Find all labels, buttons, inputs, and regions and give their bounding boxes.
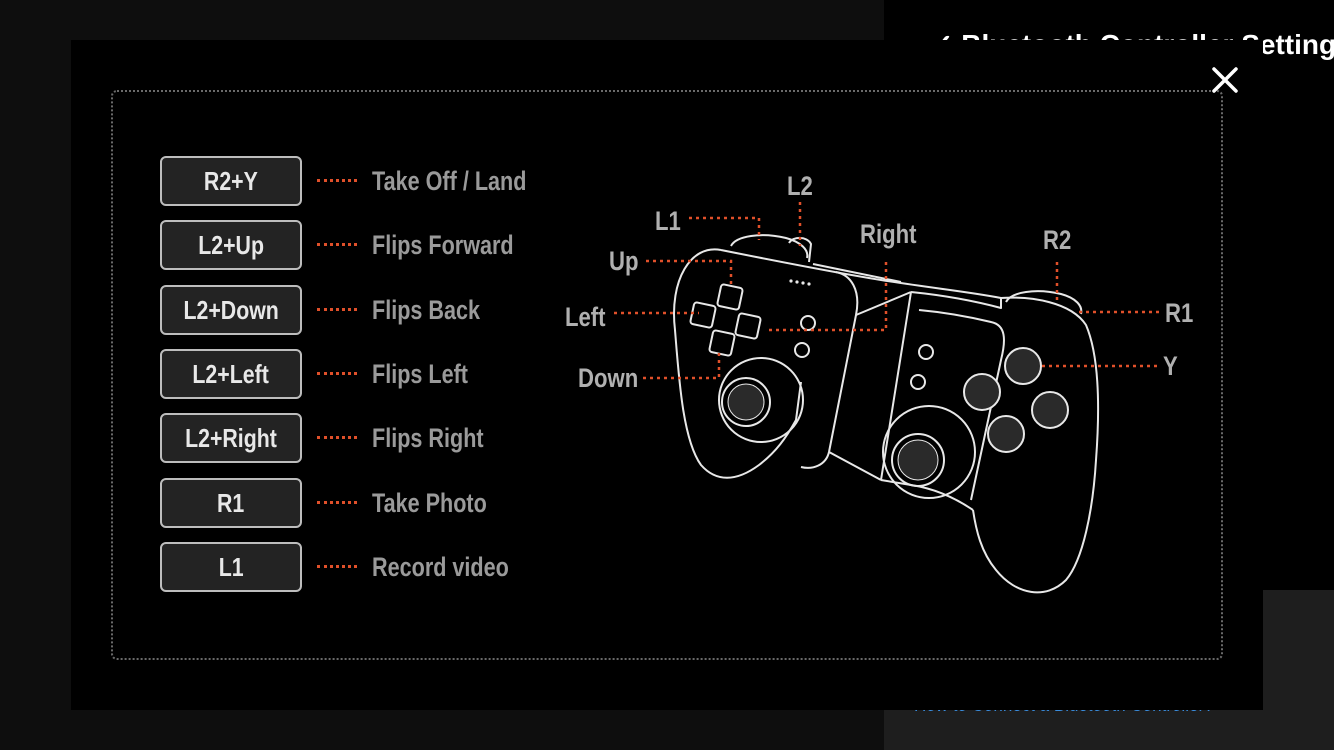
key-label: L1 — [218, 551, 244, 582]
label-up: Up — [609, 247, 638, 277]
leader-dots — [317, 501, 357, 504]
key-badge: L2+Left — [160, 349, 302, 399]
key-badge: L1 — [160, 542, 302, 592]
action-label: Take Off / Land — [372, 166, 527, 196]
label-r2: R2 — [1043, 226, 1071, 256]
label-down: Down — [578, 364, 638, 394]
key-badge: R1 — [160, 478, 302, 528]
face-buttons-icon — [963, 347, 1069, 453]
left-stick-icon — [718, 357, 804, 443]
controller-diagram: L1 L2 Up Left Down Right R2 R1 Y — [565, 172, 1194, 594]
key-badge: L2+Right — [160, 413, 302, 463]
label-l1: L1 — [655, 207, 681, 237]
controller-guide-modal: R2+Y Take Off / Land L2+Up Flips Forward… — [71, 40, 1263, 710]
dpad-icon — [689, 283, 762, 357]
label-left: Left — [565, 303, 606, 333]
leader-dots — [317, 179, 357, 182]
action-label: Flips Left — [372, 359, 468, 389]
key-label: L2+Left — [192, 358, 270, 389]
gamepad-icon — [673, 234, 1100, 594]
key-label: L2+Down — [183, 294, 279, 325]
leader-dots — [317, 308, 357, 311]
key-label: R1 — [217, 487, 245, 518]
leader-dots — [317, 372, 357, 375]
label-right: Right — [860, 220, 917, 250]
action-label: Take Photo — [372, 488, 487, 518]
label-y: Y — [1163, 352, 1178, 382]
key-label: L2+Up — [198, 229, 264, 260]
action-label: Flips Right — [372, 423, 484, 453]
key-badge: R2+Y — [160, 156, 302, 206]
action-label: Flips Forward — [372, 230, 514, 260]
leader-dots — [317, 243, 357, 246]
key-badge: L2+Down — [160, 285, 302, 335]
label-l2: L2 — [787, 172, 813, 202]
key-label: L2+Right — [185, 422, 277, 453]
label-r1: R1 — [1165, 299, 1194, 329]
leader-dots — [317, 436, 357, 439]
action-label: Record video — [372, 552, 509, 582]
right-stick-icon — [882, 405, 976, 499]
key-badge: L2+Up — [160, 220, 302, 270]
leader-dots — [317, 565, 357, 568]
action-label: Flips Back — [372, 295, 481, 325]
dotted-frame — [111, 90, 1223, 660]
key-label: R2+Y — [204, 165, 258, 196]
close-icon[interactable] — [1207, 62, 1243, 98]
